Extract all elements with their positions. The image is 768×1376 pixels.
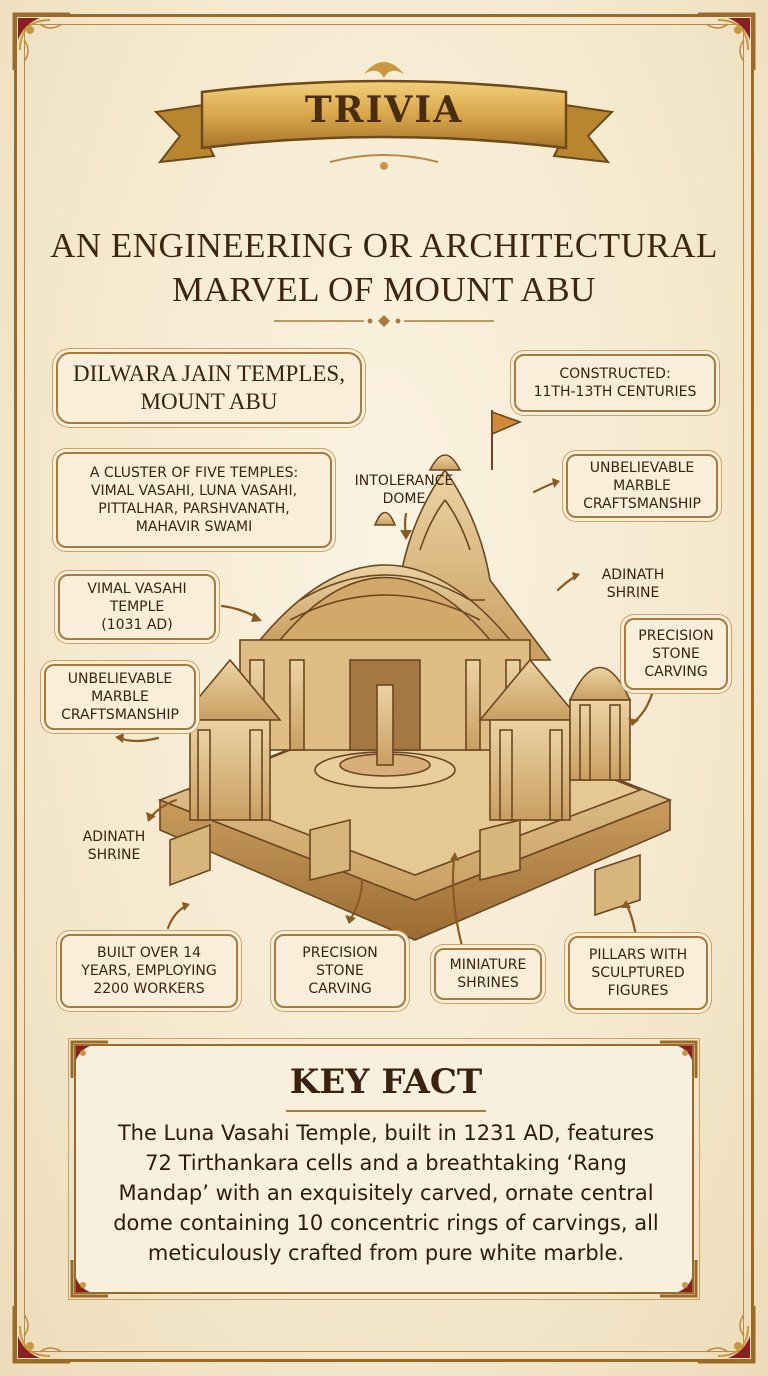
temple-illustration xyxy=(157,410,673,941)
corner-ornament-icon xyxy=(694,10,758,74)
banner-label: TRIVIA xyxy=(304,89,464,131)
key-fact-rule xyxy=(286,1110,486,1112)
corner-ornament-icon xyxy=(10,1302,74,1366)
corner-ornament-icon xyxy=(694,1302,758,1366)
panel-corner-icon xyxy=(656,1038,700,1082)
key-fact-title: KEY FACT xyxy=(289,1062,483,1102)
temple-name-label: DILWARA JAIN TEMPLES,MOUNT ABU xyxy=(56,352,362,424)
constructed-label: CONSTRUCTED:11TH-13TH CENTURIES xyxy=(514,354,716,412)
panel-corner-icon xyxy=(68,1256,112,1300)
title-line: MARVEL OF MOUNT ABU xyxy=(172,270,596,309)
page-title: AN ENGINEERING OR ARCHITECTURAL MARVEL O… xyxy=(40,224,728,312)
title-line: AN ENGINEERING OR ARCHITECTURAL xyxy=(50,226,718,265)
panel-corner-icon xyxy=(656,1256,700,1300)
ribbon-icon xyxy=(153,62,615,170)
key-fact-panel: KEY FACT The Luna Vasahi Temple, built i… xyxy=(68,1038,700,1300)
key-fact-body: The Luna Vasahi Temple, built in 1231 AD… xyxy=(113,1121,659,1265)
inner-frame xyxy=(24,24,744,1352)
panel-corner-icon xyxy=(68,1038,112,1082)
divider-ornament-icon xyxy=(274,315,494,327)
trivia-banner: TRIVIA xyxy=(150,52,618,182)
outer-frame xyxy=(14,14,754,1362)
corner-ornament-icon xyxy=(10,10,74,74)
cluster-label: A CLUSTER OF FIVE TEMPLES:VIMAL VASAHI, … xyxy=(56,452,332,548)
